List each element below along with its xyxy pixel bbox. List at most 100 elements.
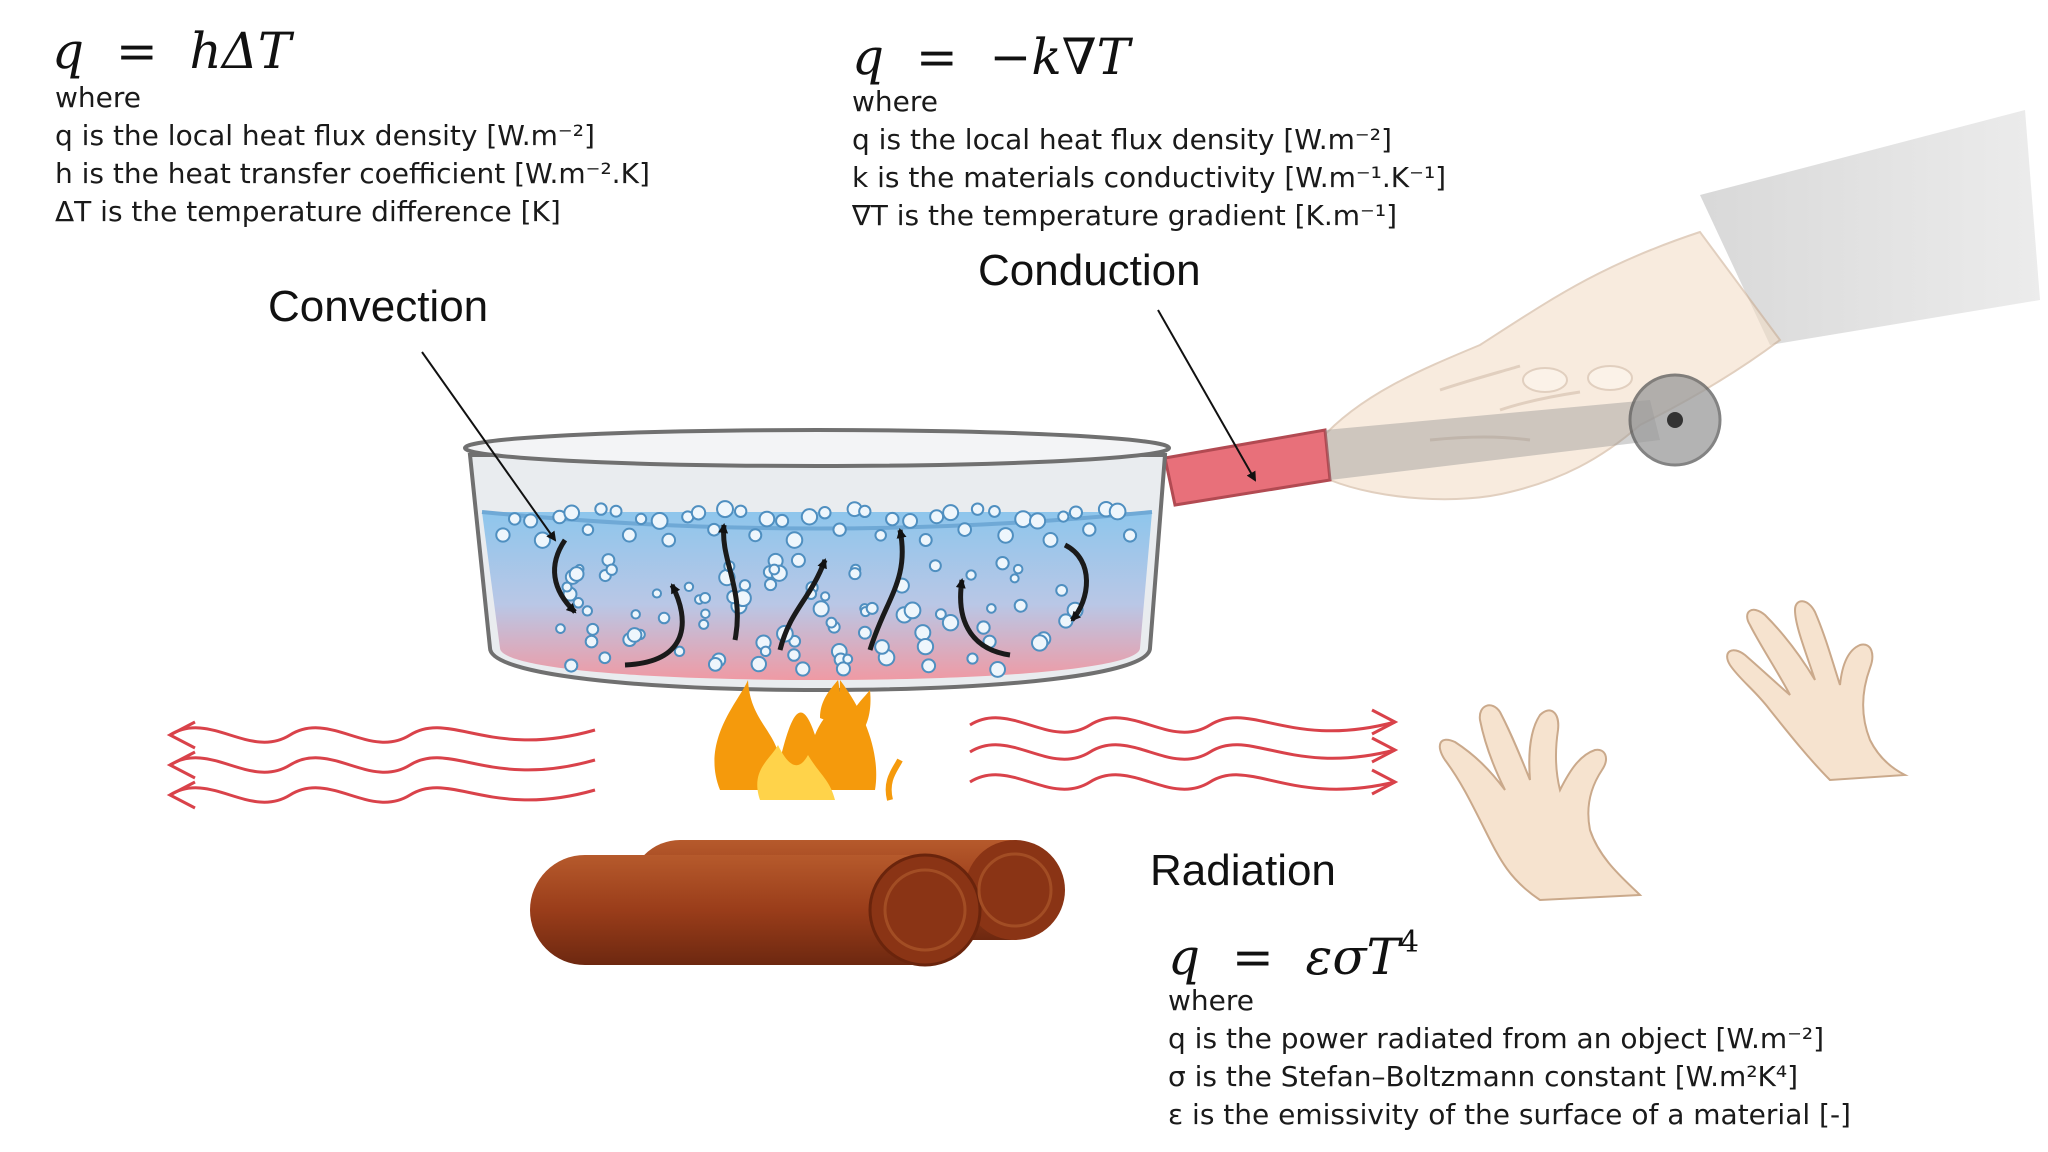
bubble [916, 637, 935, 656]
bubble [523, 513, 539, 529]
bubble [818, 505, 832, 520]
bubble [533, 531, 552, 549]
bubble [1030, 634, 1049, 652]
bubble [1068, 505, 1084, 520]
conduction-definition-line: ∇T is the temperature gradient [K.m⁻¹] [852, 199, 1397, 232]
bubble [1042, 532, 1059, 548]
radiation-heading: Radiation [1150, 846, 1336, 895]
bubble [1108, 502, 1127, 521]
convection-formula: q = hΔT [52, 22, 292, 80]
bubble [795, 661, 811, 677]
bubble [661, 532, 677, 548]
bubble [605, 563, 618, 576]
pan-graphic [463, 428, 1171, 693]
bubble [563, 504, 581, 522]
bubble [1012, 563, 1024, 575]
bubble [820, 591, 831, 602]
bubble [555, 623, 566, 634]
radiation-definition-line: σ is the Stefan–Boltzmann constant [W.m²… [1168, 1060, 1799, 1093]
bubble [848, 567, 862, 581]
bubble [584, 634, 599, 649]
conduction-definitions: where q is the local heat flux density [… [852, 83, 1446, 235]
bubble [1009, 573, 1020, 584]
bubble [842, 653, 854, 665]
campfire-graphic [530, 680, 1065, 967]
bubble [995, 556, 1010, 571]
bubble [1055, 583, 1069, 597]
bubble [914, 624, 932, 642]
convection-definition-line: ΔT is the temperature difference [K] [55, 195, 561, 228]
bubble [858, 504, 872, 519]
bubble [1028, 512, 1047, 530]
hand-holding-handle-graphic [1318, 230, 1782, 501]
conduction-definition-line: q is the local heat flux density [W.m⁻²] [852, 123, 1392, 156]
bubble [903, 601, 922, 620]
bubble [707, 522, 721, 537]
conduction-heading: Conduction [978, 246, 1201, 295]
bubble [929, 509, 945, 525]
conduction-where-label: where [852, 85, 938, 118]
bubble [586, 622, 600, 636]
bubble [561, 581, 573, 593]
bubble [598, 651, 612, 665]
radiation-definitions: where q is the power radiated from an ob… [1168, 982, 1851, 1134]
bubble [630, 609, 641, 620]
bubble [748, 528, 763, 543]
warming-hands-graphic [1438, 600, 1909, 902]
bubble [621, 527, 637, 543]
convection-heading: Convection [268, 282, 489, 331]
bubble [650, 512, 669, 530]
bubble [812, 600, 830, 618]
bubble [997, 527, 1014, 544]
bubble [733, 504, 748, 518]
bubble [690, 505, 707, 521]
bubble [989, 661, 1007, 678]
heat-waves-right [969, 708, 1399, 796]
bubble [857, 625, 872, 640]
heat-waves-left [166, 720, 596, 810]
bubble [564, 658, 579, 673]
bubble [716, 500, 734, 519]
bubble [594, 502, 608, 516]
bubble [763, 577, 778, 592]
bubble [970, 502, 985, 516]
bubble [673, 645, 686, 658]
bubble [1058, 613, 1074, 629]
bubble [885, 511, 900, 527]
bubble [825, 616, 838, 629]
bubble [700, 608, 711, 619]
bubble [800, 508, 819, 526]
bubble [1013, 598, 1028, 613]
bubble [634, 512, 648, 526]
bubble [626, 627, 643, 643]
bubble [941, 614, 960, 632]
bubble [699, 592, 712, 604]
bubble [874, 529, 887, 542]
bubble [657, 611, 671, 625]
bubble [835, 661, 851, 677]
bubble [1122, 528, 1138, 543]
bubble [986, 603, 997, 614]
bubble [976, 620, 991, 635]
bubble [790, 552, 806, 568]
radiation-formula: q = εσT4 [1168, 925, 1419, 986]
bubble [568, 566, 585, 582]
conduction-pointer-line [1157, 309, 1256, 482]
bubble [758, 510, 776, 528]
bubble [1014, 510, 1033, 529]
bubble [787, 648, 801, 662]
bubble [934, 608, 947, 621]
convection-arrows [552, 523, 1089, 668]
bubble [966, 652, 979, 665]
bubble [874, 639, 890, 655]
bubble [957, 522, 973, 537]
bubble [965, 569, 977, 581]
bubble [581, 605, 593, 617]
bubble [918, 533, 933, 547]
convection-pointer-line [421, 351, 557, 542]
bubble [865, 601, 879, 615]
bubble [902, 513, 919, 529]
bubble [988, 505, 1001, 518]
bubble [1057, 510, 1070, 523]
